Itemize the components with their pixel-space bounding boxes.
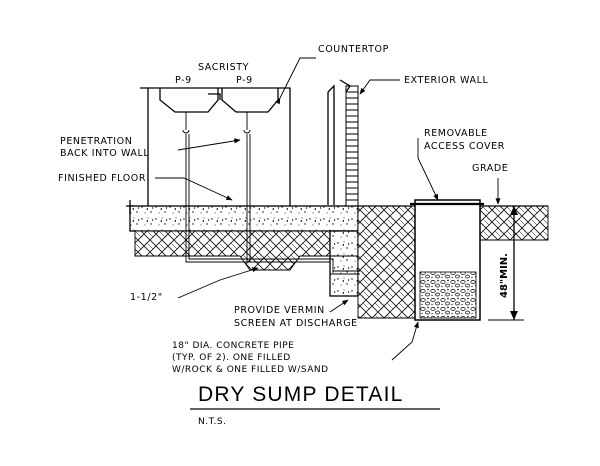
grade-label: GRADE	[472, 163, 508, 174]
drain-piping	[185, 134, 360, 275]
removable-label-line1: REMOVABLE	[424, 128, 488, 139]
sump-pipe	[410, 199, 484, 321]
p9-right-label: P-9	[236, 75, 253, 86]
depth-dimension	[488, 205, 524, 321]
vermin-label-line1: PROVIDE VERMIN	[234, 305, 325, 316]
concrete-label-line3: W/ROCK & ONE FILLED W/SAND	[172, 365, 329, 375]
min-depth-label: 48"MIN.	[499, 253, 510, 298]
exterior-wall-label: EXTERIOR WALL	[404, 75, 489, 86]
countertop-label: COUNTERTOP	[318, 44, 389, 55]
foundation-footing	[329, 230, 359, 297]
removable-label-line2: ACCESS COVER	[424, 141, 505, 152]
pipe-size-label: 1-1/2"	[130, 292, 163, 303]
sacristy-label: SACRISTY	[198, 62, 249, 73]
exterior-wall	[327, 79, 359, 242]
countertop-cabinet	[140, 87, 291, 210]
leaders	[155, 57, 501, 361]
penetration-label-line2: BACK INTO WALL	[60, 148, 149, 159]
drawing-title: DRY SUMP DETAIL	[198, 383, 404, 406]
p-trap-left	[182, 112, 190, 134]
concrete-label-line1: 18" DIA. CONCRETE PIPE	[172, 341, 294, 351]
earth-under-slab	[134, 230, 331, 271]
p9-left-label: P-9	[175, 75, 192, 86]
sink-basin-right	[221, 88, 279, 113]
scale-note: N.T.S.	[198, 417, 226, 427]
p-trap-right	[243, 112, 251, 134]
sink-basin-left	[159, 88, 221, 113]
finished-floor-label: FINISHED FLOOR	[58, 173, 146, 184]
concrete-label-line2: (TYP. OF 2). ONE FILLED	[172, 353, 291, 363]
vermin-label-line2: SCREEN AT DISCHARGE	[234, 318, 358, 329]
penetration-label-line1: PENETRATION	[60, 136, 132, 147]
floor-slab	[126, 200, 359, 232]
